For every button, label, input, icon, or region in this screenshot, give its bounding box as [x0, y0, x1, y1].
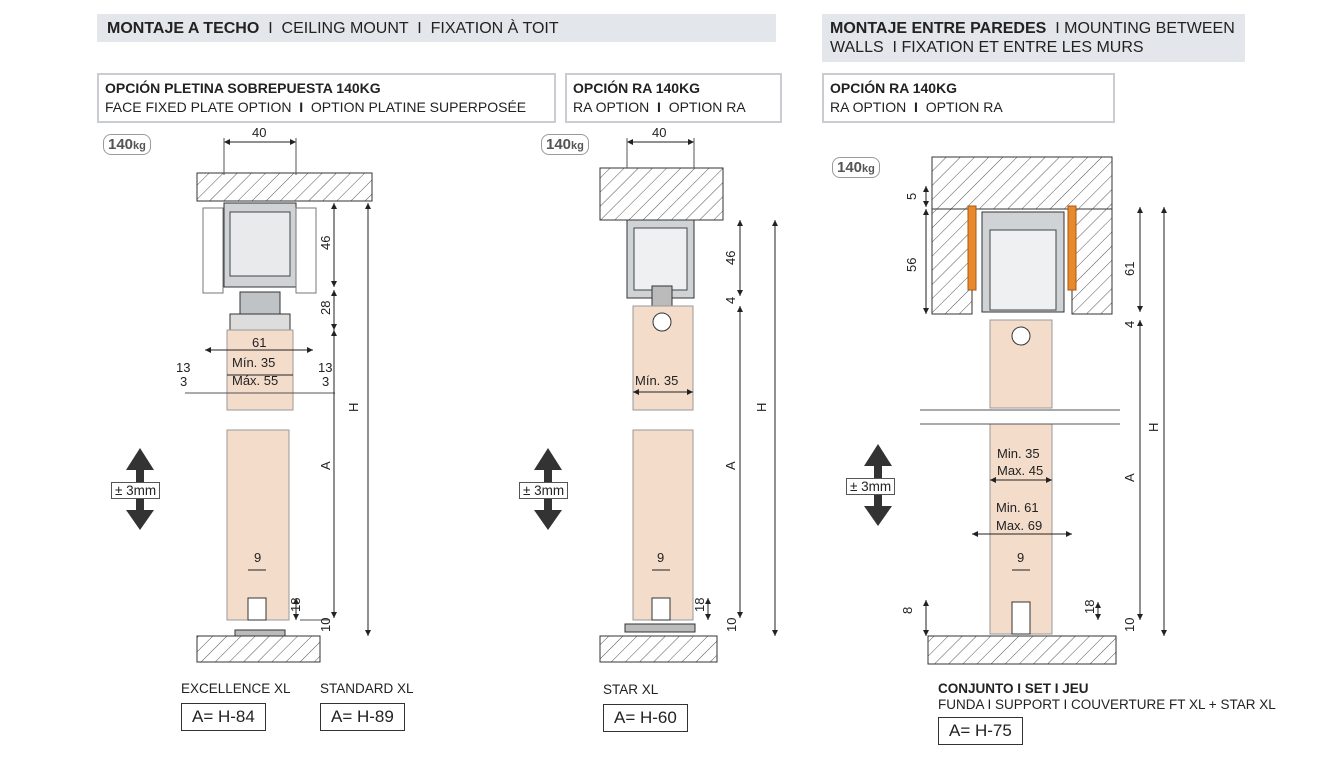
header-sep: I [268, 20, 273, 37]
adjust-label-3: ± 3mm [846, 478, 896, 495]
option-ra-box-2: OPCIÓN RA 140KG RA OPTION I OPTION RA [822, 73, 1115, 123]
formula-excellence: A= H-84 [181, 703, 266, 731]
dim-10: 10 [318, 618, 333, 632]
dim3-5: 5 [904, 193, 919, 200]
dim2-width-top: 40 [652, 125, 666, 140]
header-walls-en: MOUNTING BETWEEN [1064, 20, 1235, 37]
dim3-max1: Max. 45 [997, 463, 1043, 478]
formula-set: A= H-75 [938, 717, 1023, 745]
formula-standard: A= H-89 [320, 703, 405, 731]
adjust-label-2: ± 3mm [519, 482, 569, 499]
diagram-between-walls: 5 56 61 4 Min. 35 Max. 45 Min. 61 Max. 6… [900, 156, 1167, 665]
dim-width-top: 40 [252, 125, 266, 140]
option-ra-box-1: OPCIÓN RA 140KG RA OPTION I OPTION RA [565, 73, 782, 123]
weight-badge-2: 140kg [541, 134, 589, 155]
dim-9: 9 [254, 550, 261, 565]
option-ra-title-2: OPCIÓN RA 140KG [830, 80, 958, 96]
diagram-ceiling-plate: 40 46 28 61 Mín. 35 Máx. 55 13 3 13 3 9 … [176, 125, 373, 663]
header-ceiling-en: CEILING MOUNT [281, 20, 409, 37]
dim-13-right: 13 [318, 360, 332, 375]
dim-28: 28 [318, 301, 333, 315]
dim-13-left: 13 [176, 360, 190, 375]
weight-badge-1: 140kg [103, 134, 151, 155]
dim2-min: Mín. 35 [635, 373, 678, 388]
diagram-ra-ceiling: 40 46 4 Mín. 35 9 18 10 H A [599, 125, 778, 663]
dim-61: 61 [252, 335, 266, 350]
formula-star: A= H-60 [603, 704, 688, 732]
header-walls-title: MONTAJE ENTRE PAREDES [830, 20, 1047, 37]
dim2-10: 10 [724, 618, 739, 632]
dim2-46: 46 [723, 251, 738, 265]
option-plate-box: OPCIÓN PLETINA SOBREPUESTA 140KG FACE FI… [97, 73, 556, 123]
dim2-4: 4 [723, 297, 738, 304]
product-standard-name: STANDARD XL [320, 681, 414, 696]
dim3-min2: Min. 61 [996, 500, 1039, 515]
dim3-H: H [1146, 423, 1161, 432]
dim3-A: A [1122, 473, 1137, 482]
weight-badge-3: 140kg [832, 157, 880, 178]
header-ceiling-mount: MONTAJE A TECHO I CEILING MOUNT I FIXATI… [97, 14, 776, 42]
dim-3-left: 3 [180, 374, 187, 389]
option-plate-title: OPCIÓN PLETINA SOBREPUESTA 140KG [105, 80, 381, 96]
dim3-min1: Min. 35 [997, 446, 1040, 461]
dim-3-right: 3 [322, 374, 329, 389]
dim2-H: H [754, 403, 769, 412]
product-star-name: STAR XL [603, 682, 659, 697]
dim2-18: 18 [692, 598, 707, 612]
dim-46: 46 [318, 236, 333, 250]
product-excellence-name: EXCELLENCE XL [181, 681, 291, 696]
dim3-9: 9 [1017, 550, 1024, 565]
dim3-10: 10 [1122, 618, 1137, 632]
dim-18: 18 [288, 598, 303, 612]
dim3-61: 61 [1122, 262, 1137, 276]
header-ceiling-fr: FIXATION À TOIT [430, 20, 559, 37]
header-walls-fr: FIXATION ET ENTRE LES MURS [901, 39, 1144, 56]
header-walls-line2: WALLS [830, 39, 884, 56]
dim3-8: 8 [900, 607, 915, 614]
dim-A: A [318, 461, 333, 470]
dim3-18: 18 [1082, 600, 1097, 614]
option-ra-title-1: OPCIÓN RA 140KG [573, 80, 701, 96]
dim3-max2: Max. 69 [996, 518, 1042, 533]
dim3-4: 4 [1122, 321, 1137, 328]
product-set-desc: FUNDA I SUPPORT I COUVERTURE FT XL + STA… [938, 697, 1276, 712]
dim2-A: A [723, 461, 738, 470]
dim3-56: 56 [904, 258, 919, 272]
dim-min: Mín. 35 [232, 355, 275, 370]
product-set-name: CONJUNTO I SET I JEU [938, 681, 1089, 696]
dim-H: H [346, 403, 361, 412]
dim2-9: 9 [657, 550, 664, 565]
header-wall-mount: MONTAJE ENTRE PAREDES I MOUNTING BETWEEN… [822, 14, 1245, 62]
dim-max: Máx. 55 [232, 373, 278, 388]
adjust-label-1: ± 3mm [111, 482, 161, 499]
header-ceiling-title: MONTAJE A TECHO [107, 20, 260, 37]
